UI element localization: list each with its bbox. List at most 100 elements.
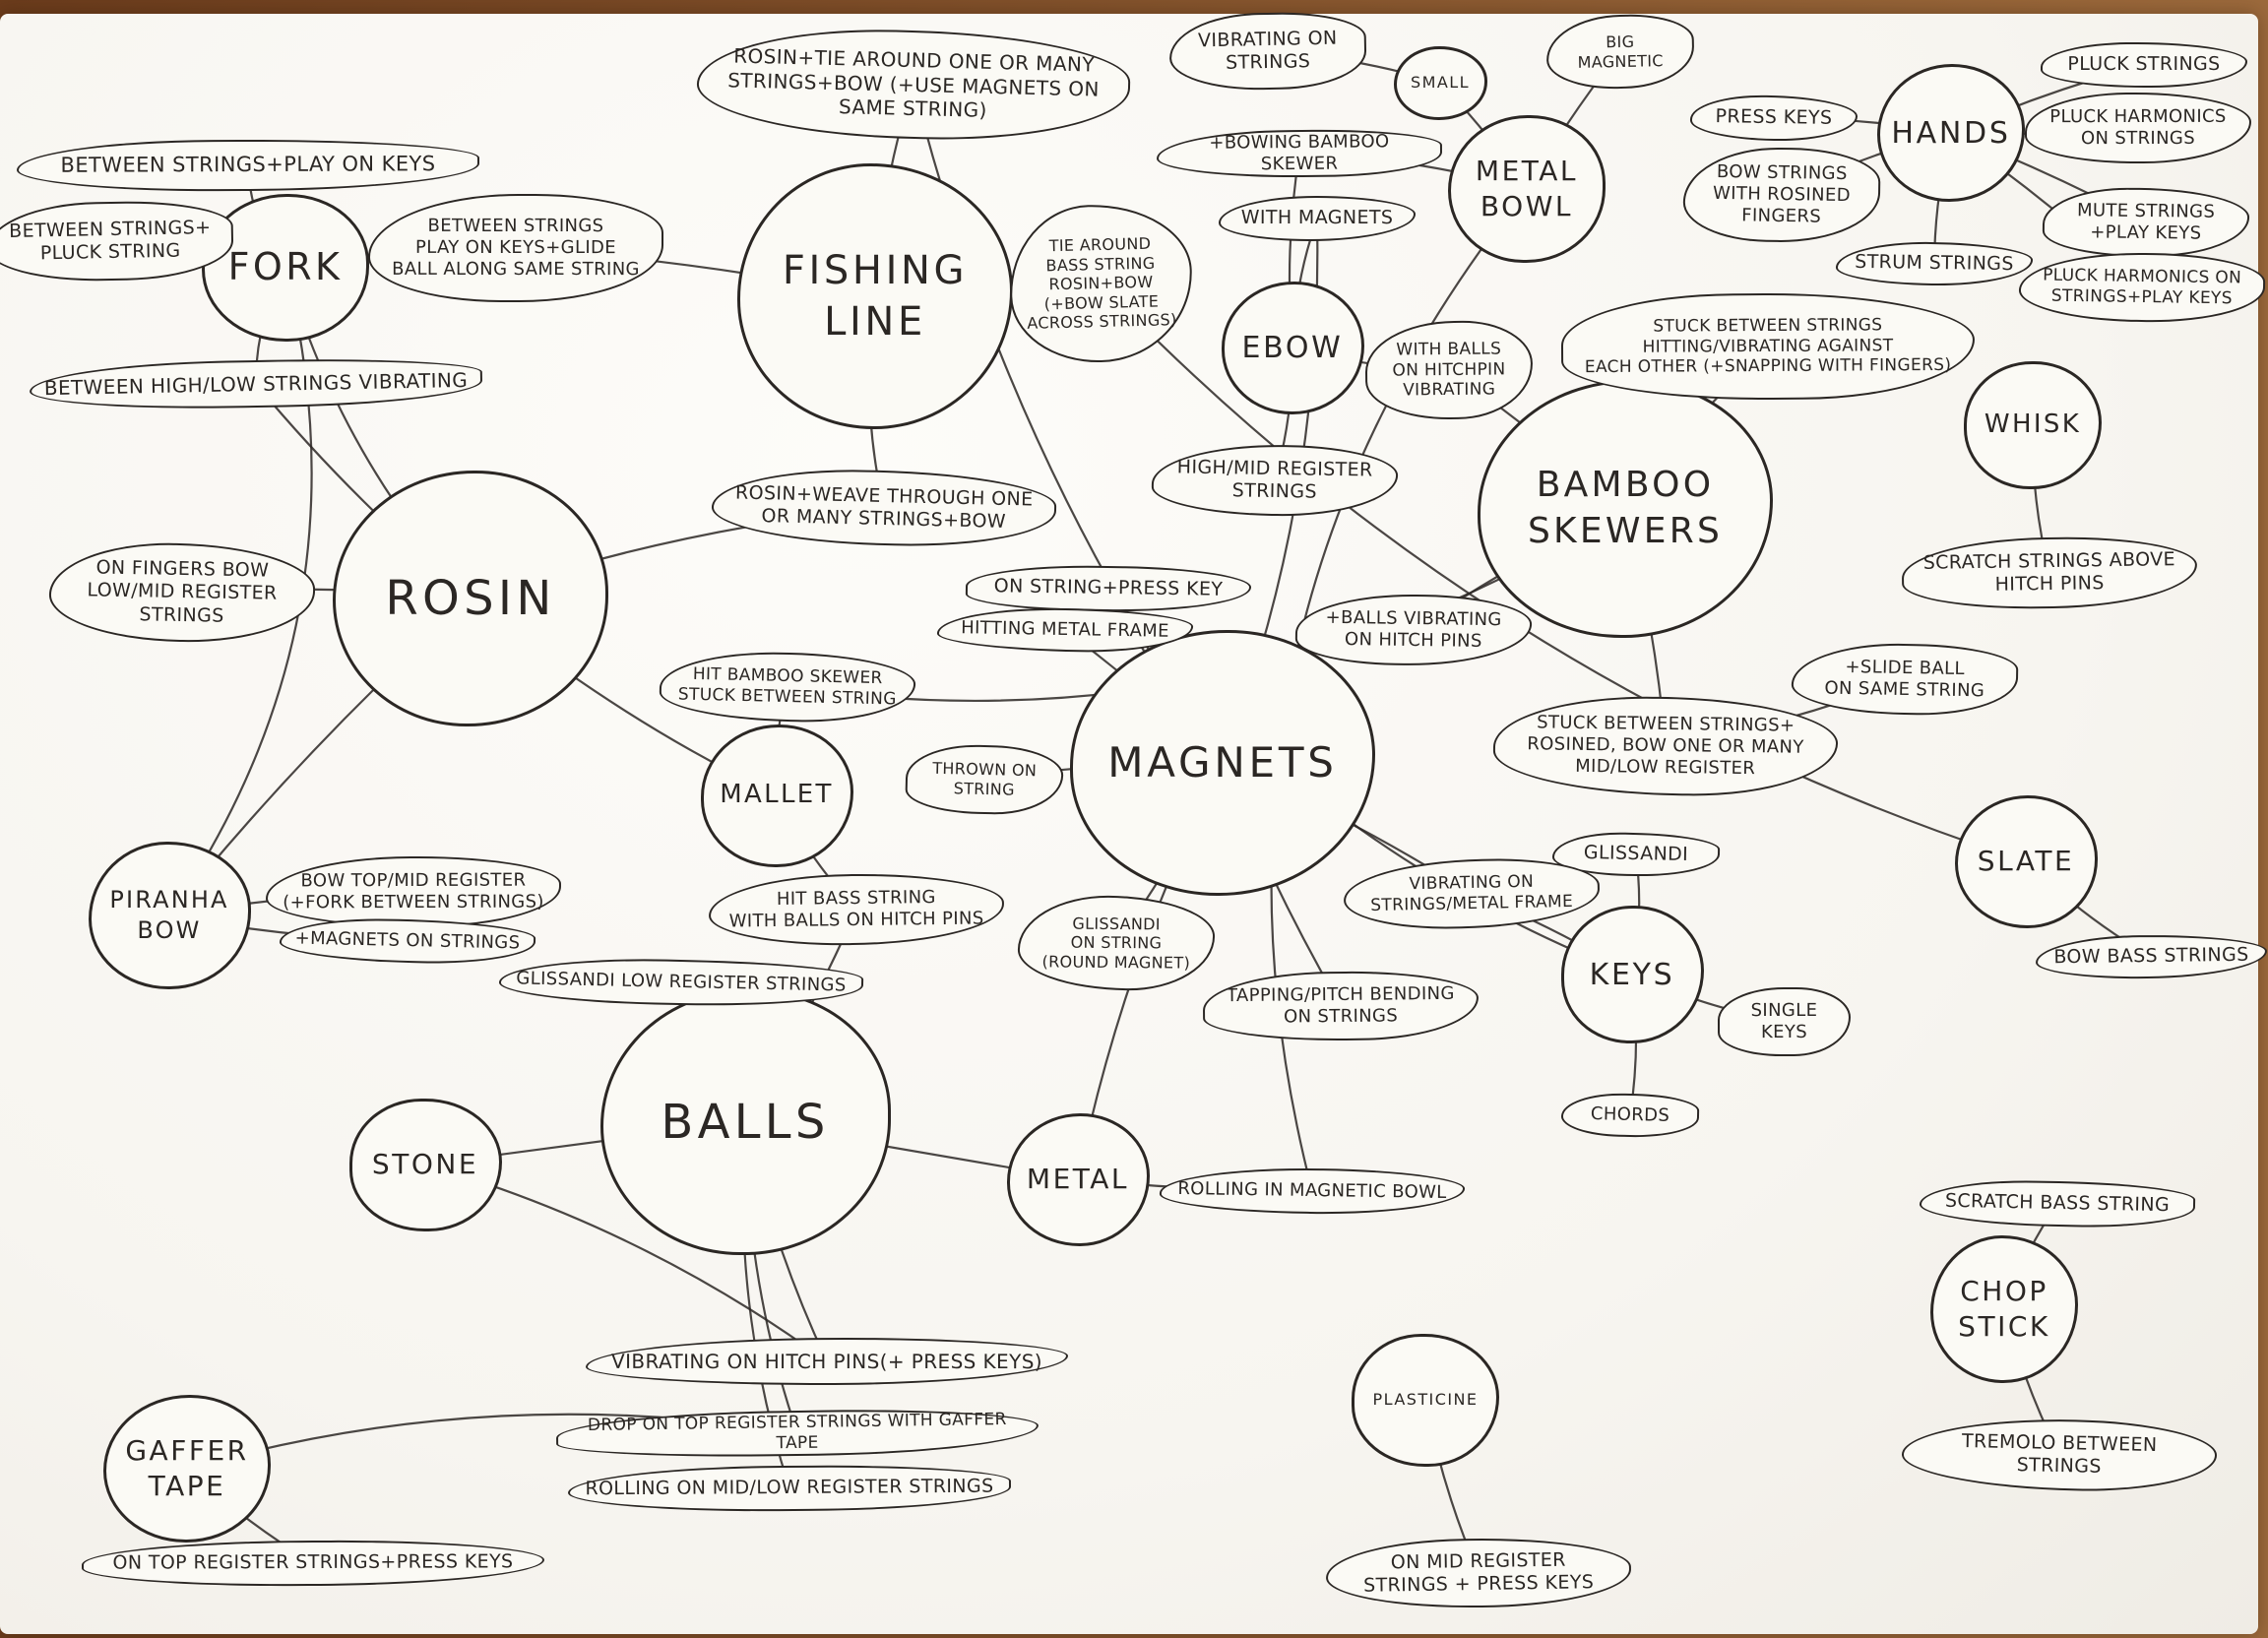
node-label: PLASTICINE	[1372, 1389, 1479, 1409]
bubble-between-play-keys: BETWEEN STRINGS+PLAY ON KEYS	[16, 139, 480, 192]
bubble-rosin-tie: ROSIN+TIE AROUND ONE OR MANY STRINGS+BOW…	[695, 25, 1132, 145]
node-label: STUCK BETWEEN STRINGS+ ROSINED, BOW ONE …	[1527, 712, 1804, 780]
node-label: ROLLING IN MAGNETIC BOWL	[1177, 1178, 1447, 1203]
node-fork: FORK	[202, 194, 369, 342]
node-label: TAPPING/PITCH BENDING ON STRINGS	[1226, 982, 1455, 1028]
node-label: ON MID REGISTER STRINGS + PRESS KEYS	[1362, 1548, 1595, 1597]
node-label: SCRATCH STRINGS ABOVE HITCH PINS	[1922, 547, 2176, 596]
node-piranha-bow: PIRANHA BOW	[88, 842, 251, 989]
node-label: ROLLING ON MID/LOW REGISTER STRINGS	[585, 1476, 994, 1500]
node-label: +BALLS VIBRATING ON HITCH PINS	[1325, 606, 1502, 652]
node-label: HITTING METAL FRAME	[960, 617, 1170, 642]
bubble-on-fingers: ON FINGERS BOW LOW/MID REGISTER STRINGS	[48, 540, 316, 645]
node-label: DROP ON TOP REGISTER STRINGS WITH GAFFER…	[587, 1410, 1007, 1454]
node-label: ON FINGERS BOW LOW/MID REGISTER STRINGS	[87, 556, 278, 627]
bubble-between-pluck: BETWEEN STRINGS+ PLUCK STRING	[0, 199, 234, 284]
node-label: GLISSANDI LOW REGISTER STRINGS	[516, 968, 847, 996]
bubble-rosin-weave: ROSIN+WEAVE THROUGH ONE OR MANY STRINGS+…	[711, 466, 1057, 550]
node-label: BETWEEN STRINGS+ PLUCK STRING	[8, 216, 212, 265]
node-label: THROWN ON STRING	[932, 759, 1038, 799]
node-label: TIE AROUND BASS STRING ROSIN+BOW (+BOW S…	[1026, 233, 1177, 334]
node-whisk: WHISK	[1964, 361, 2102, 489]
bubble-hit-bamboo: HIT BAMBOO SKEWER STUCK BETWEEN STRING	[659, 650, 916, 724]
node-ebow: EBOW	[1221, 281, 1364, 414]
bubble-thrown: THROWN ON STRING	[905, 743, 1064, 816]
node-label: VIBRATING ON STRINGS	[1197, 27, 1338, 74]
bubble-between-glide: BETWEEN STRINGS PLAY ON KEYS+GLIDE BALL …	[367, 193, 664, 303]
bubble-scratch-bass: SCRATCH BASS STRING	[1919, 1178, 2196, 1229]
bubble-bow-rosined: BOW STRINGS WITH ROSINED FINGERS	[1682, 146, 1881, 244]
node-label: STRUM STRINGS	[1855, 251, 2014, 276]
node-magnets: MAGNETS	[1070, 630, 1375, 896]
bubble-hit-bass: HIT BASS STRING WITH BALLS ON HITCH PINS	[708, 872, 1005, 947]
node-label: GLISSANDI ON STRING (ROUND MAGNET)	[1041, 914, 1191, 973]
node-slate: SLATE	[1954, 794, 2098, 928]
bubble-between-high-low: BETWEEN HIGH/LOW STRINGS VIBRATING	[29, 355, 483, 412]
bubble-vib-hitch: VIBRATING ON HITCH PINS(+ PRESS KEYS)	[585, 1337, 1069, 1386]
node-keys: KEYS	[1560, 906, 1704, 1043]
node-label: ON TOP REGISTER STRINGS+PRESS KEYS	[112, 1550, 514, 1575]
node-hands: HANDS	[1877, 64, 2025, 202]
bubble-bow-bass: BOW BASS STRINGS	[2035, 933, 2267, 980]
node-label: TREMOLO BETWEEN STRINGS	[1961, 1429, 2158, 1478]
node-label: BETWEEN HIGH/LOW STRINGS VIBRATING	[43, 367, 469, 400]
node-label: +MAGNETS ON STRINGS	[294, 927, 521, 954]
bubble-bowing-bamboo: +BOWING BAMBOO SKEWER	[1156, 128, 1443, 179]
bubble-pluck-harm-keys: PLUCK HARMONICS ON STRINGS+PLAY KEYS	[2018, 251, 2266, 324]
node-label: ON STRING+PRESS KEY	[993, 575, 1224, 601]
node-label: HIT BAMBOO SKEWER STUCK BETWEEN STRING	[677, 664, 897, 710]
node-balls: BALLS	[599, 989, 891, 1255]
node-label: SLATE	[1977, 844, 2075, 877]
node-mallet: MALLET	[700, 724, 853, 867]
node-label: HANDS	[1891, 115, 2011, 151]
node-label: PLUCK HARMONICS ON STRINGS	[2049, 105, 2227, 150]
node-small: SMALL	[1393, 45, 1487, 120]
bubble-bow-top-mid: BOW TOP/MID REGISTER (+FORK BETWEEN STRI…	[265, 855, 562, 928]
node-label: WHISK	[1984, 410, 2082, 440]
node-stone: STONE	[348, 1098, 502, 1231]
node-label: METAL	[1026, 1162, 1130, 1195]
node-label: BETWEEN STRINGS+PLAY ON KEYS	[60, 152, 436, 177]
node-label: CHOP STICK	[1958, 1274, 2050, 1343]
node-fishing-line: FISHING LINE	[737, 163, 1013, 429]
node-label: WITH MAGNETS	[1240, 207, 1394, 229]
bubble-slide-ball: +SLIDE BALL ON SAME STRING	[1791, 642, 2019, 717]
bubble-tie-around-bass: TIE AROUND BASS STRING ROSIN+BOW (+BOW S…	[1007, 202, 1194, 365]
node-metal-bowl: METAL BOWL	[1448, 115, 1606, 263]
node-label: GAFFER TAPE	[125, 1433, 249, 1502]
bubble-gliss-round: GLISSANDI ON STRING (ROUND MAGNET)	[1017, 895, 1216, 991]
node-label: SINGLE KEYS	[1750, 999, 1817, 1043]
bubble-pluck-harmonics: PLUCK HARMONICS ON STRINGS	[2024, 92, 2252, 164]
bubble-stuck-hitting: STUCK BETWEEN STRINGS HITTING/VIBRATING …	[1560, 291, 1976, 402]
node-label: CHORDS	[1590, 1103, 1670, 1126]
node-label: VIBRATING ON HITCH PINS(+ PRESS KEYS)	[610, 1349, 1043, 1373]
bubble-with-magnets: WITH MAGNETS	[1218, 195, 1417, 242]
bubble-drop-top: DROP ON TOP REGISTER STRINGS WITH GAFFER…	[555, 1407, 1040, 1460]
bubble-scratch-above: SCRATCH STRINGS ABOVE HITCH PINS	[1901, 535, 2198, 611]
node-label: GLISSANDI	[1583, 842, 1689, 866]
node-label: STONE	[371, 1147, 479, 1180]
node-metal: METAL	[1006, 1112, 1150, 1246]
node-label: VIBRATING ON STRINGS/METAL FRAME	[1370, 872, 1574, 916]
node-label: HIGH/MID REGISTER STRINGS	[1176, 456, 1373, 503]
node-chop-stick: CHOP STICK	[1930, 1235, 2078, 1383]
bubble-rolling-bowl: ROLLING IN MAGNETIC BOWL	[1159, 1166, 1466, 1217]
bubble-balls-vibrating: +BALLS VIBRATING ON HITCH PINS	[1294, 593, 1533, 667]
bubble-magnets-strings: +MAGNETS ON STRINGS	[279, 916, 536, 966]
bubble-pluck-strings: PLUCK STRINGS	[2040, 41, 2248, 89]
bubble-tremolo: TREMOLO BETWEEN STRINGS	[1901, 1416, 2218, 1494]
bubble-vibrating-strings: VIBRATING ON STRINGS	[1168, 11, 1367, 92]
node-label: BAMBOO SKEWERS	[1527, 465, 1724, 551]
bubble-big-magnetic: BIG MAGNETIC	[1545, 12, 1695, 91]
bubble-rolling-mid: ROLLING ON MID/LOW REGISTER STRINGS	[567, 1464, 1012, 1513]
node-label: ROSIN	[385, 570, 556, 626]
node-label: MAGNETS	[1107, 737, 1338, 787]
bubble-stuck-rosined: STUCK BETWEEN STRINGS+ ROSINED, BOW ONE …	[1492, 694, 1839, 798]
bubble-on-top-reg: ON TOP REGISTER STRINGS+PRESS KEYS	[81, 1540, 545, 1587]
node-label: HIT BASS STRING WITH BALLS ON HITCH PINS	[728, 887, 984, 932]
node-label: EBOW	[1241, 330, 1344, 365]
node-label: BALLS	[661, 1094, 830, 1150]
bubble-strum-strings: STRUM STRINGS	[1835, 240, 2034, 287]
